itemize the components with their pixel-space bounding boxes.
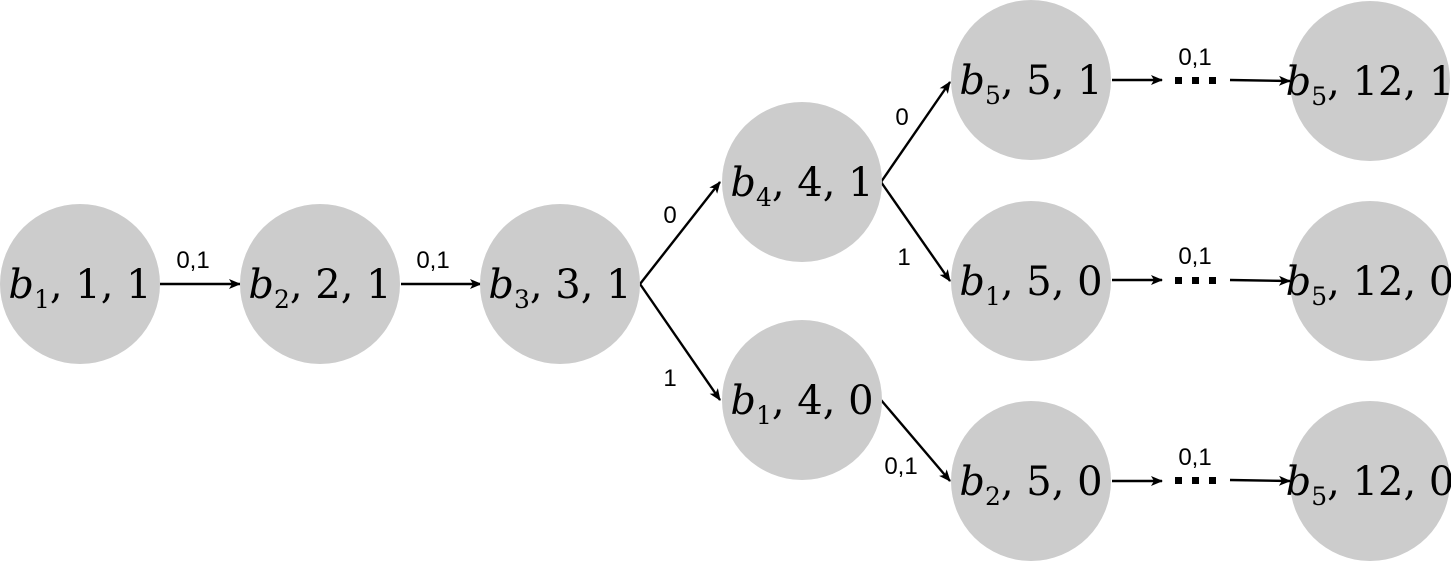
svg-text:b1, 5, 0: b1, 5, 0 — [959, 259, 1102, 311]
svg-text:b2, 2, 1: b2, 2, 1 — [248, 262, 391, 314]
edge-labels: 0,1 0,1 0 1 0 1 0,1 0,1 0,1 0,1 — [176, 44, 1211, 480]
state-node: b1, 5, 0 — [951, 201, 1111, 361]
svg-text:b5, 12, 0: b5, 12, 0 — [1286, 459, 1451, 511]
state-node: b1, 4, 0 — [722, 320, 882, 480]
edges — [160, 75, 1291, 486]
edge-label-n5c-n12c: 0,1 — [1178, 444, 1211, 471]
svg-text:b2, 5, 0: b2, 5, 0 — [959, 459, 1102, 511]
edge-label-n4a-n5a: 0 — [895, 104, 908, 131]
state-node: b3, 3, 1 — [480, 204, 640, 364]
edge-dots-n12b — [1229, 275, 1291, 286]
svg-text:b1, 1, 1: b1, 1, 1 — [8, 262, 151, 314]
svg-text:b5, 12, 0: b5, 12, 0 — [1286, 259, 1451, 311]
state-node: b5, 12, 0 — [1286, 201, 1451, 361]
svg-text:b1, 4, 0: b1, 4, 0 — [730, 378, 873, 430]
edge-n4a-n5b — [880, 181, 951, 282]
edge-label-n4b-n5c: 0,1 — [884, 453, 917, 480]
state-node: b1, 1, 1 — [0, 204, 160, 364]
edge-dots-n12c — [1229, 475, 1291, 486]
edge-label-n5b-n12b: 0,1 — [1178, 243, 1211, 270]
edge-label-n3-n4a: 0 — [663, 202, 676, 229]
state-node: b4, 4, 1 — [722, 102, 882, 262]
edge-label-n2-n3: 0,1 — [416, 247, 449, 274]
edge-n4b-n5c — [880, 399, 951, 482]
svg-text:b3, 3, 1: b3, 3, 1 — [488, 262, 631, 314]
ellipsis-groups — [1175, 77, 1216, 484]
state-node: b2, 2, 1 — [240, 204, 400, 364]
ellipsis-top — [1175, 77, 1216, 84]
ellipsis-middle — [1175, 277, 1216, 284]
state-node: b5, 5, 1 — [951, 0, 1111, 160]
state-node: b5, 12, 0 — [1286, 401, 1451, 561]
edge-dots-n12a — [1229, 75, 1291, 86]
edge-n3-n4b — [639, 283, 721, 401]
svg-text:b4, 4, 1: b4, 4, 1 — [730, 160, 873, 212]
edge-label-n3-n4b: 1 — [663, 365, 676, 392]
edge-n4a-n5a — [880, 81, 951, 183]
state-node: b2, 5, 0 — [951, 401, 1111, 561]
edge-label-n4a-n5b: 1 — [897, 244, 910, 271]
ellipsis-bottom — [1175, 477, 1216, 484]
edge-n3-n4a — [639, 181, 721, 285]
state-node: b5, 12, 1 — [1286, 1, 1451, 161]
edge-label-n1-n2: 0,1 — [176, 247, 209, 274]
edge-label-n5a-n12a: 0,1 — [1178, 44, 1211, 71]
svg-text:b5, 12, 1: b5, 12, 1 — [1286, 59, 1451, 111]
svg-text:b5, 5, 1: b5, 5, 1 — [959, 58, 1102, 110]
